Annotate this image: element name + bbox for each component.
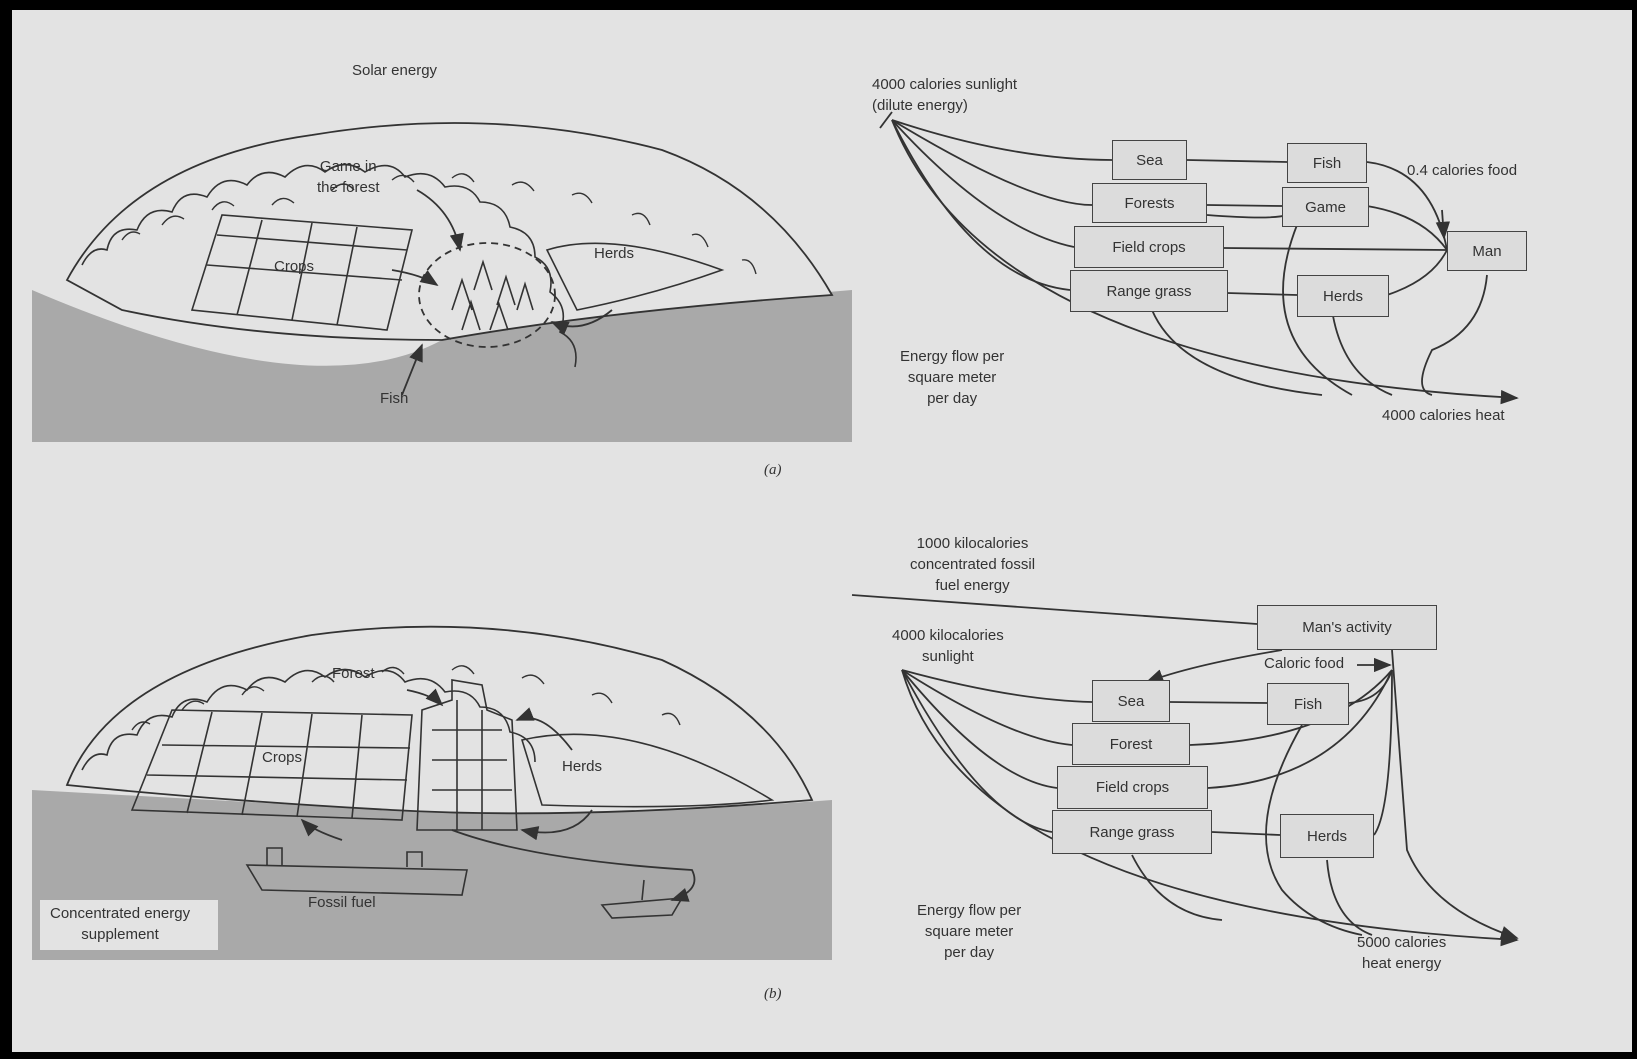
panel-a-crops-label: Crops [274, 256, 314, 277]
caption-a: (a) [764, 462, 782, 479]
game-in-forest-label: Game in the forest [317, 156, 380, 198]
sunlight-input-label-b: 4000 kilocalories sunlight [892, 625, 1004, 667]
box-herds: Herds [1297, 275, 1389, 317]
box-fish: Fish [1287, 143, 1367, 183]
caloric-food-label: Caloric food [1264, 653, 1344, 674]
heat-energy-output-label: 5000 calories heat energy [1357, 932, 1446, 974]
fossil-fuel-label: Fossil fuel [308, 892, 376, 913]
figure-artwork [12, 10, 1632, 1052]
panel-b-flow-note: Energy flow per square meter per day [917, 900, 1021, 963]
box-forests: Forests [1092, 183, 1207, 223]
panel-a-herds-label: Herds [594, 243, 634, 264]
box-field-crops: Field crops [1074, 226, 1224, 268]
box-herds-b: Herds [1280, 814, 1374, 858]
panel-b-forest-label: Forest [332, 663, 375, 684]
panel-b-island-outline [67, 627, 812, 814]
panel-b-crops-label: Crops [262, 747, 302, 768]
sunlight-input-label: 4000 calories sunlight (dilute energy) [872, 74, 1017, 116]
box-mans-activity: Man's activity [1257, 605, 1437, 650]
box-man: Man [1447, 231, 1527, 271]
panel-a-fish-label: Fish [380, 388, 408, 409]
box-forest-b: Forest [1072, 723, 1190, 765]
figure-sheet: Solar energy Game in the forest Crops He… [12, 10, 1632, 1052]
box-sea-b: Sea [1092, 680, 1170, 722]
box-range-grass: Range grass [1070, 270, 1228, 312]
solar-energy-label: Solar energy [352, 60, 437, 81]
box-range-grass-b: Range grass [1052, 810, 1212, 854]
box-sea: Sea [1112, 140, 1187, 180]
box-field-crops-b: Field crops [1057, 766, 1208, 809]
fossil-input-label: 1000 kilocalories concentrated fossil fu… [910, 533, 1035, 596]
heat-output-label: 4000 calories heat [1382, 405, 1505, 426]
panel-b-herds-label: Herds [562, 756, 602, 777]
caption-b: (b) [764, 986, 782, 1003]
supplement-label: Concentrated energy supplement [50, 903, 190, 945]
box-game: Game [1282, 187, 1369, 227]
panel-a-flow-note: Energy flow per square meter per day [900, 346, 1004, 409]
box-fish-b: Fish [1267, 683, 1349, 725]
panel-a-illustration [32, 123, 852, 442]
food-calories-label: 0.4 calories food [1407, 160, 1517, 181]
